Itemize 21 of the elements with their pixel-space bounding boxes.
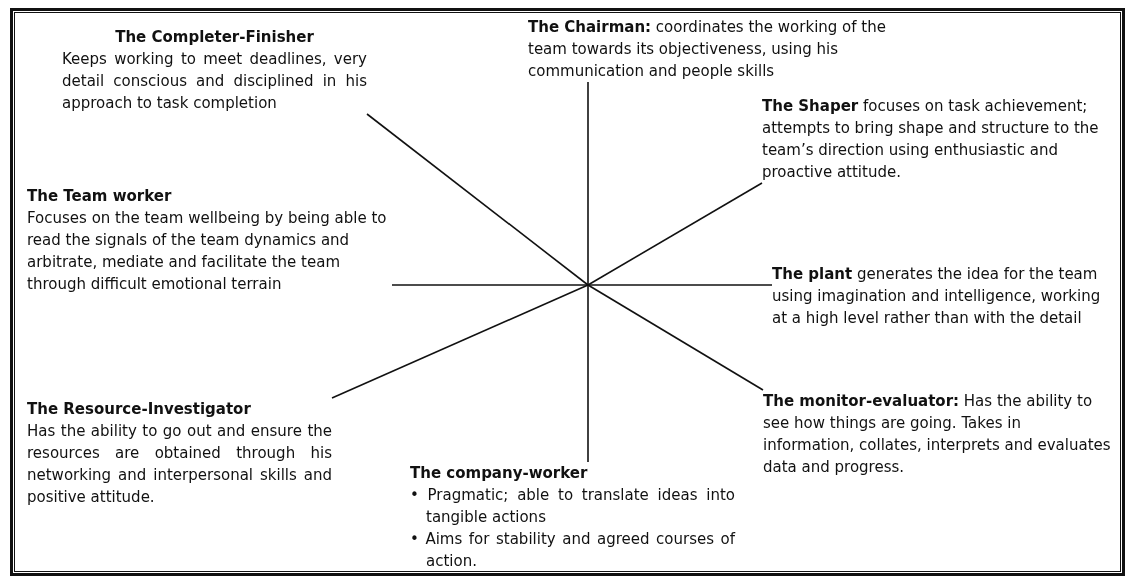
role-heading: The Team worker [27,186,173,207]
role-description: Focuses on the team wellbeing by being able to read the signals of the team dynamics and arbitrate, mediate and facilitate the team through difficult emotional terrain [27,208,388,295]
role-description: The Shaper focuses on task achievement; attempts to bring shape and structure to the team’s direction using enthusiastic and proactive attitude. [762,96,1100,183]
role-heading: The Completer-Finisher [114,27,315,48]
spoke-line [587,284,589,463]
role-description: Keeps working to meet deadlines, very detail conscious and disciplined in his approach to task completion [62,49,367,114]
role-description: The monitor-evaluator: Has the ability to see how things are going. Takes in information, collates, interprets and evaluates data and progress. [763,391,1112,478]
spoke-line [587,182,763,286]
spoke-line [391,284,589,286]
spoke-line [587,284,764,391]
role-heading: The company-worker [410,463,589,484]
spoke-line [331,284,589,399]
spoke-line [587,284,773,286]
role-description: Has the ability to go out and ensure the resources are obtained through his networking and interpersonal skills and positive attitude. [27,421,332,508]
bullet-item: • Pragmatic; able to translate ideas into tangible actions [410,485,735,528]
bullet-item: • Aims for stability and agreed courses of action. [410,529,735,572]
role-description: The Chairman: coordinates the working of the team towards its objectiveness, using his communication and people skills [528,17,887,82]
role-description: The plant generates the idea for the team using imagination and intelligence, working at a high level rather than with the detail [772,264,1102,329]
spoke-line [587,81,589,286]
role-heading: The Resource-Investigator [27,399,252,420]
spoke-line [366,113,589,286]
